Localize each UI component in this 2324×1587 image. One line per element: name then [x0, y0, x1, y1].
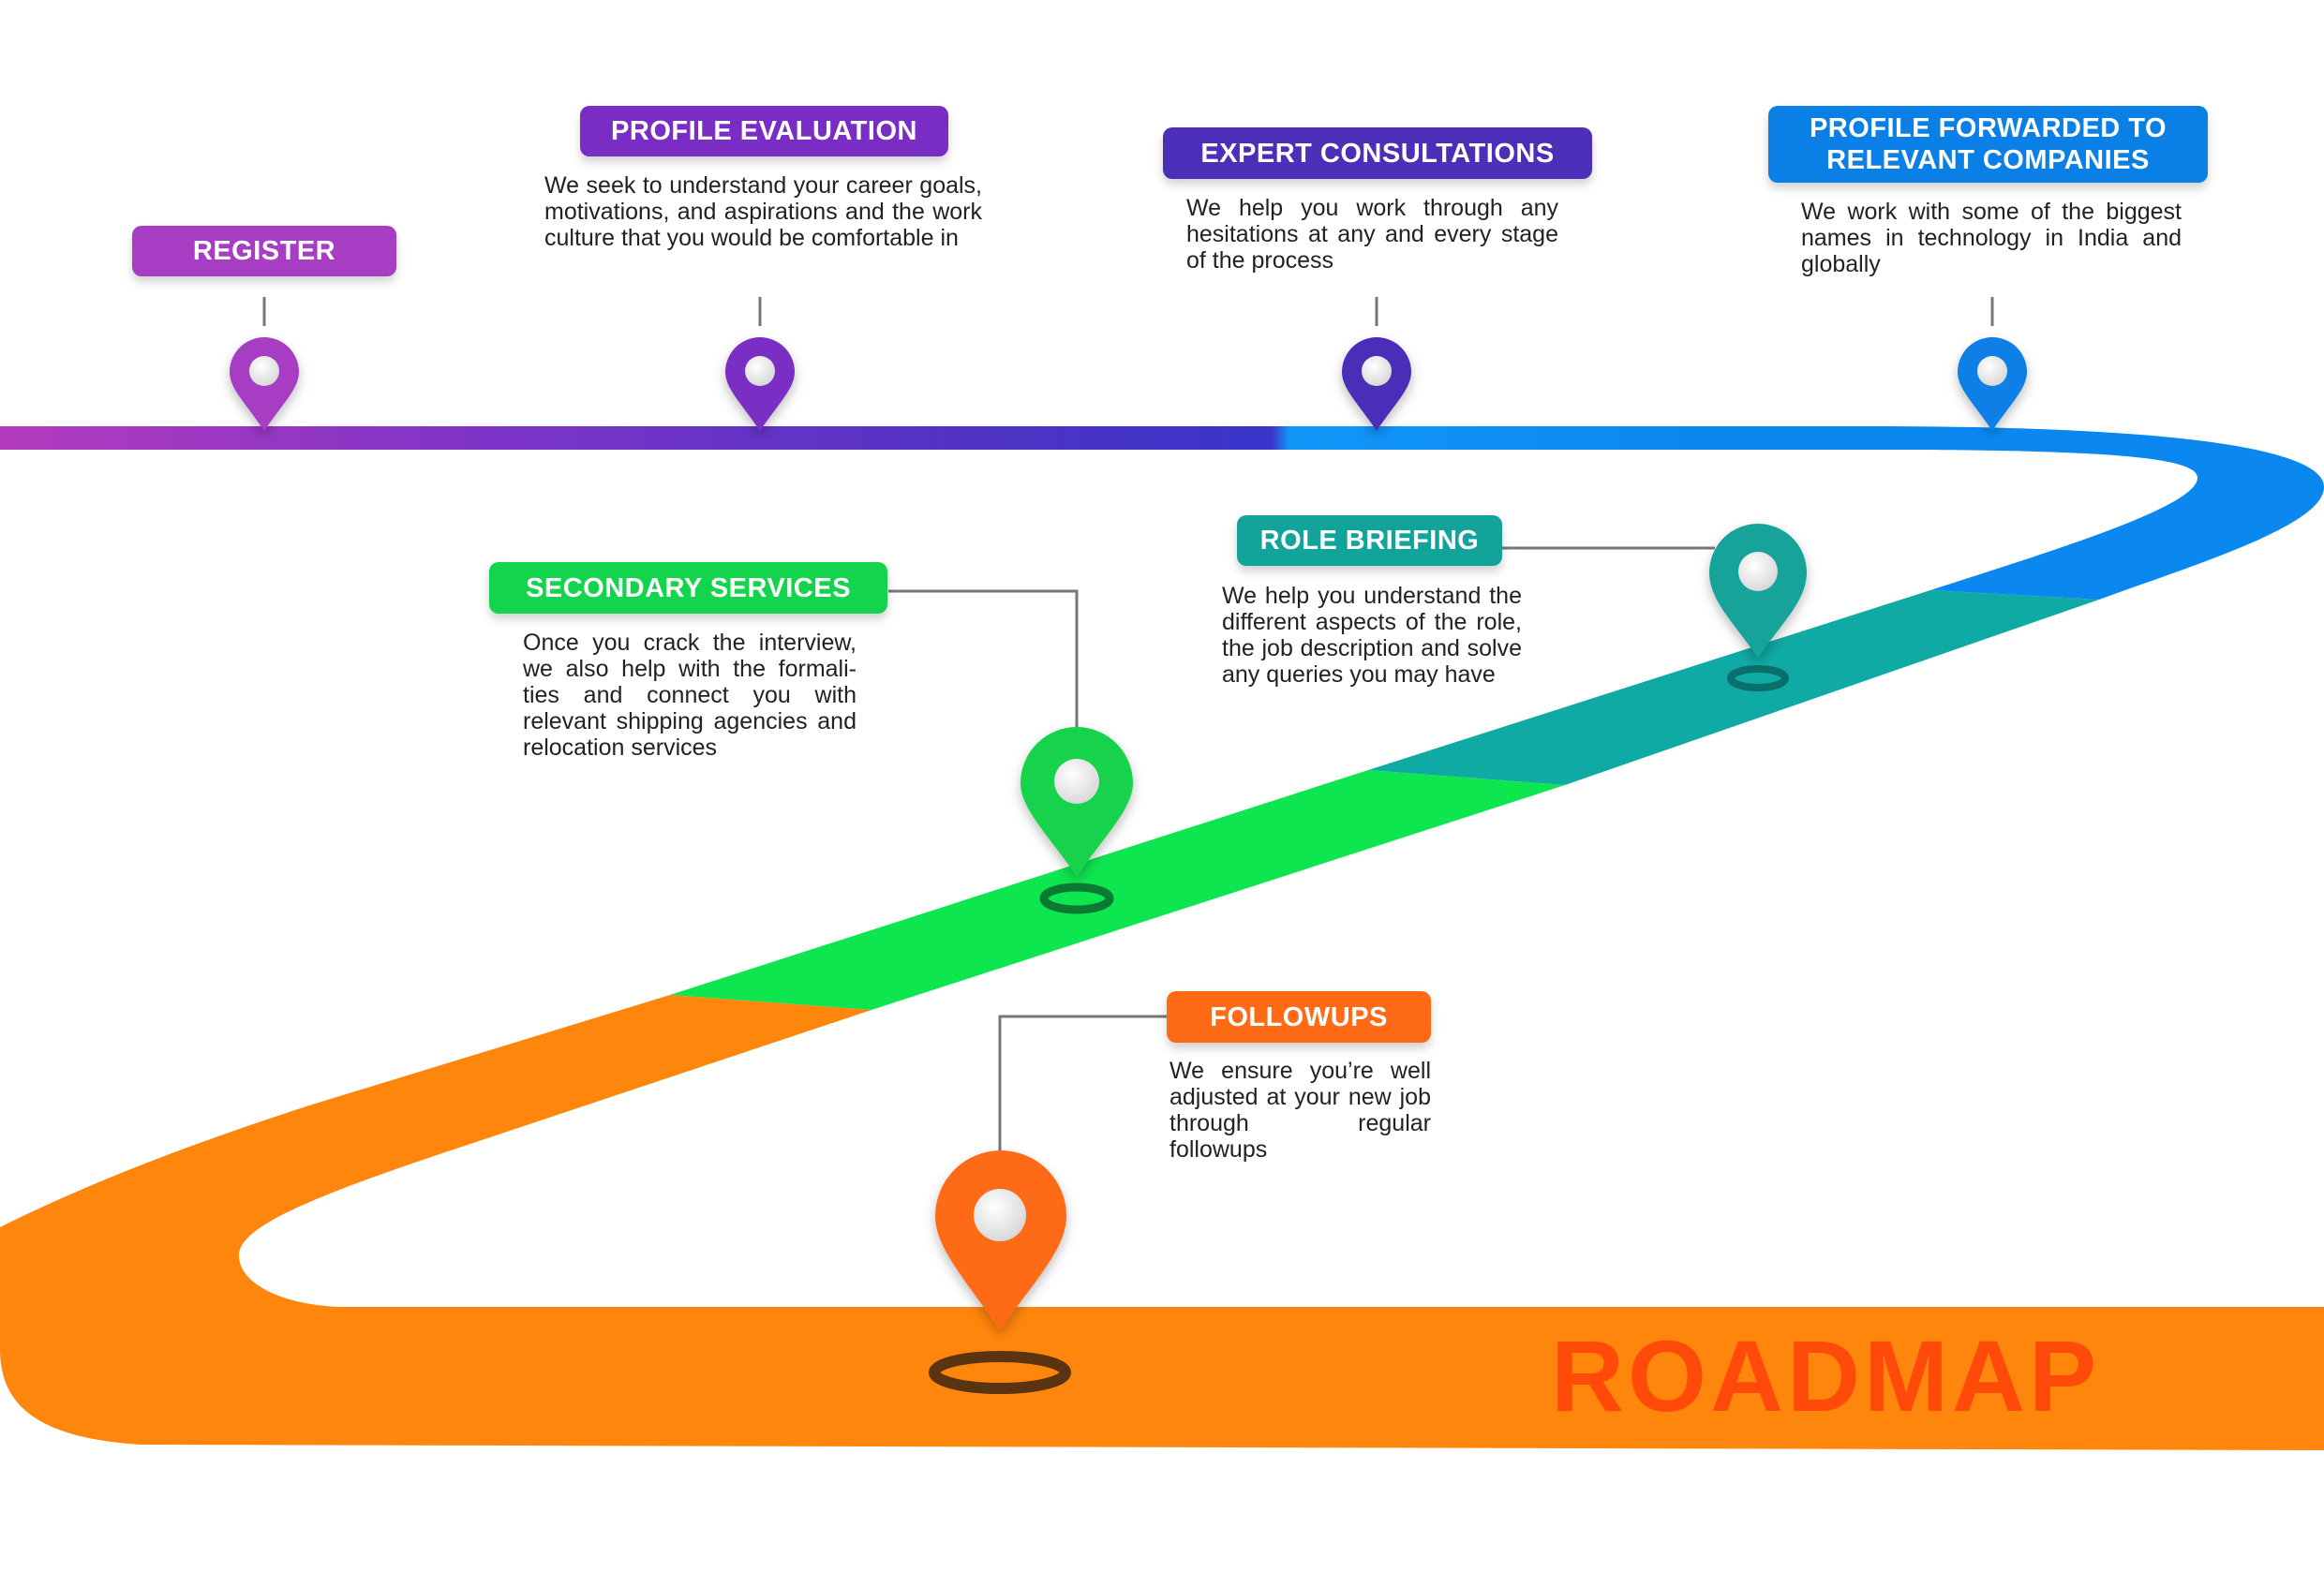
pin-expert-consultations: [1342, 337, 1411, 431]
pin-shadows: [929, 665, 1789, 1394]
road-segment-green: [670, 770, 1565, 1010]
profile-forwarded-label: PROFILE FORWARDED TO RELEVANT COMPANIES: [1768, 106, 2208, 183]
pin-profile-forwarded: [1958, 337, 2027, 431]
roadmap-title: ROADMAP: [1551, 1319, 2100, 1432]
profile-evaluation-description: We seek to understand your career goals,…: [544, 172, 982, 251]
pin-ball: [1977, 356, 2007, 386]
pin-secondary-services: [1020, 727, 1133, 876]
profile-evaluation-label: PROFILE EVALUATION: [580, 106, 948, 156]
road-top-segment: [0, 426, 1696, 450]
pin-shadow-icon: [1039, 882, 1114, 914]
followups-label: FOLLOWUPS: [1167, 991, 1431, 1043]
secondary-services-description: Once you crack the interview, we also he…: [523, 630, 857, 761]
pin-ball: [1738, 552, 1778, 591]
pin-register: [230, 337, 299, 431]
leader-secondary-services: [888, 589, 1079, 731]
secondary-services-label: SECONDARY SERVICES: [489, 562, 887, 614]
register-label: REGISTER: [132, 226, 396, 276]
pin-ball: [745, 356, 775, 386]
pin-ball: [1054, 759, 1099, 804]
pin-ball: [249, 356, 279, 386]
expert-consultations-label: EXPERT CONSULTATIONS: [1163, 127, 1592, 179]
expert-consultations-description: We help you work through any hesitations…: [1186, 195, 1558, 274]
pin-ball: [1362, 356, 1392, 386]
pin-ball: [974, 1189, 1026, 1241]
role-briefing-description: We help you understand the different asp…: [1222, 583, 1522, 688]
road-segment-teal: [1368, 590, 2099, 785]
leader-followups: [998, 1015, 1168, 1150]
pin-followups: [935, 1150, 1066, 1330]
followups-description: We ensure you’re well adjusted at your n…: [1169, 1058, 1431, 1163]
pin-shadow-icon: [929, 1351, 1071, 1394]
road-curve-blue: [1696, 426, 2324, 600]
pin-profile-evaluation: [725, 337, 795, 431]
role-briefing-label: ROLE BRIEFING: [1237, 515, 1502, 566]
leader-lines: [262, 297, 1994, 1150]
road-segment-orange: [0, 995, 2324, 1450]
pin-shadow-icon: [1727, 665, 1789, 691]
profile-forwarded-description: We work with some of the biggest names i…: [1801, 199, 2182, 277]
pin-role-briefing: [1709, 524, 1807, 658]
